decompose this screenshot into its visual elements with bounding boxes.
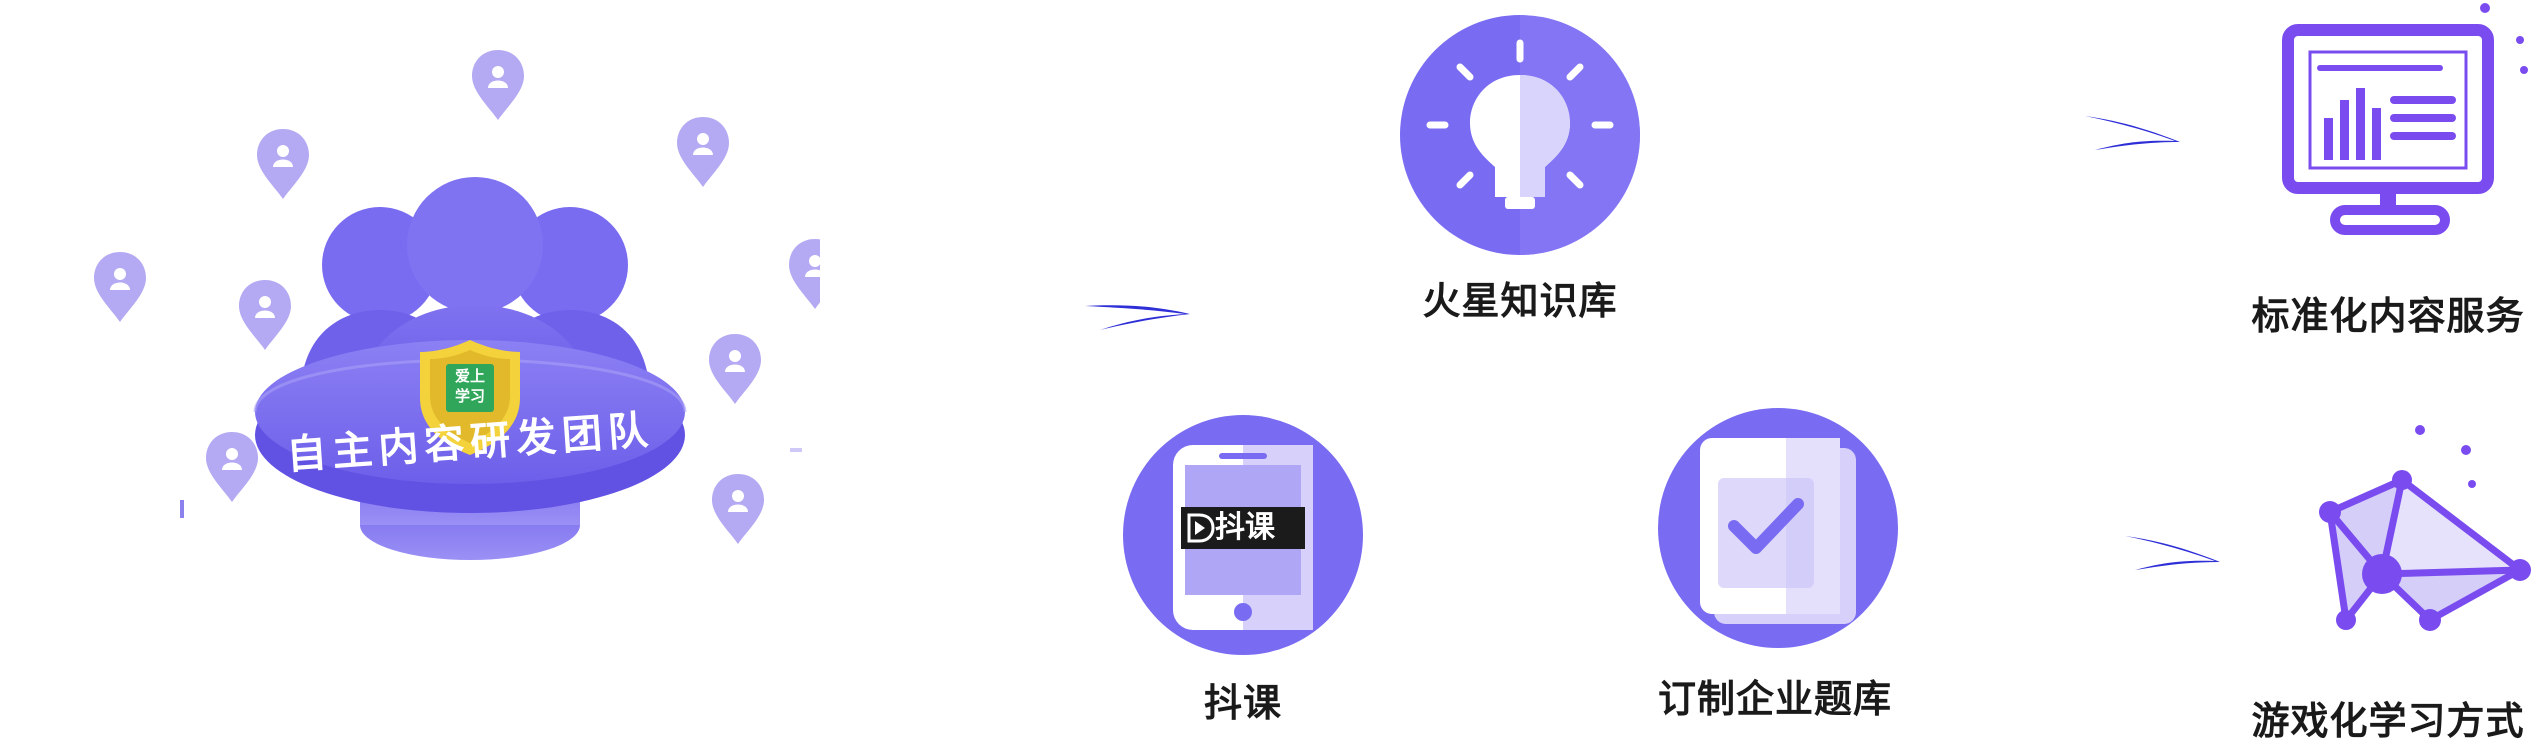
arrow-to-gamified-learning <box>2125 532 2230 577</box>
shield-text-line1: 爱上 <box>454 367 485 385</box>
user-pin-icon <box>94 252 146 322</box>
user-pin-icon <box>206 432 258 502</box>
team-cluster: 爱上 学习 自主内容研发团队 <box>0 0 841 620</box>
user-pin-icons <box>94 50 841 544</box>
phone-icon <box>1123 415 1363 655</box>
gamified-learning-label: 游戏化学习方式 <box>2251 699 2525 743</box>
user-pin-icon <box>712 474 764 544</box>
arrow-to-standard-service <box>2085 112 2190 157</box>
team-illustration <box>94 50 841 560</box>
user-pin-icon <box>257 129 309 199</box>
user-pin-icon <box>239 280 291 350</box>
doukou-label: 抖课 <box>1203 681 1283 725</box>
shield-badge-icon <box>420 340 520 455</box>
gamified-learning-node <box>2290 420 2546 660</box>
standard-service-node <box>2280 0 2546 250</box>
checkbook-icon <box>1658 408 1898 648</box>
lightbulb-icon <box>1400 15 1640 255</box>
network-icon <box>2319 425 2531 631</box>
custom-question-bank-label: 订制企业题库 <box>1657 677 1893 721</box>
user-pin-icon <box>677 117 729 187</box>
phone-screen-text: 抖课 <box>1215 510 1275 545</box>
arrow-to-center <box>1085 290 1200 340</box>
custom-question-bank-node <box>1658 408 1898 648</box>
user-pin-icon <box>709 334 761 404</box>
user-pin-icon <box>472 50 524 120</box>
monitor-chart-icon <box>2282 3 2528 235</box>
user-pin-icon <box>789 239 841 309</box>
shield-text-line2: 学习 <box>454 387 485 405</box>
doukou-node: 抖课 <box>1123 415 1363 655</box>
mars-knowledge-base-node <box>1400 15 1640 255</box>
standard-service-label: 标准化内容服务 <box>2251 294 2525 338</box>
shield-text: 爱上 学习 <box>446 366 494 414</box>
mars-knowledge-base-label: 火星知识库 <box>1422 279 1618 323</box>
